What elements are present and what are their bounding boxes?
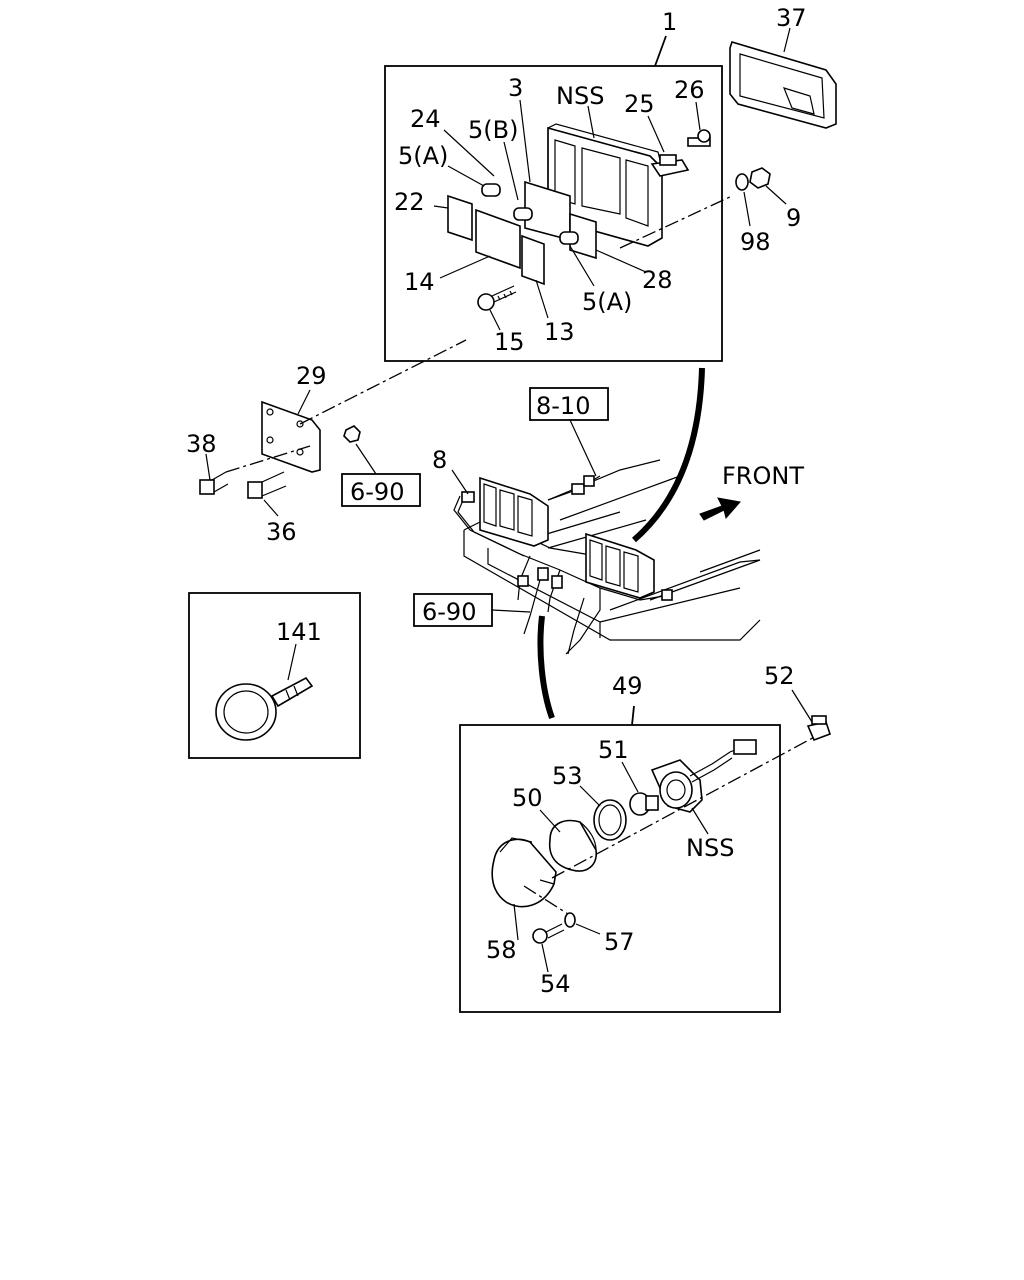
callout-28: 28	[642, 266, 673, 294]
nut-bracket	[343, 425, 361, 443]
callout-15: 15	[494, 328, 525, 356]
washer-98	[735, 173, 749, 191]
gasket-ring-53	[593, 799, 627, 841]
callout-9: 9	[786, 204, 801, 232]
marker-lamp-frame	[459, 724, 781, 1013]
callout-53: 53	[552, 762, 583, 790]
ref-label-6-90-mid: 6-90	[422, 598, 476, 626]
clamp-141	[215, 676, 314, 741]
callout-29: 29	[296, 362, 327, 390]
callout-1: 1	[662, 8, 677, 36]
plate-13	[521, 234, 545, 286]
callout-52: 52	[764, 662, 795, 690]
lamp-assembly-group: 1 NSS 3 25 26	[384, 8, 733, 362]
callout-25: 25	[624, 90, 655, 118]
left-rear-lamp	[479, 476, 549, 547]
callout-5a-right: 5(A)	[582, 288, 632, 316]
connector-52	[806, 715, 832, 742]
lamp-socket-base	[650, 739, 757, 813]
callout-57: 57	[604, 928, 635, 956]
callout-58: 58	[486, 936, 517, 964]
callout-3: 3	[508, 74, 523, 102]
callout-nss-top: NSS	[556, 82, 604, 110]
clip-25	[650, 154, 690, 177]
bulb-5a-right	[559, 231, 579, 245]
gasket-14	[475, 208, 521, 270]
leader-curve-top	[632, 367, 705, 543]
callout-nss-bottom: NSS	[686, 834, 734, 862]
callout-26: 26	[674, 76, 705, 104]
pad-22	[447, 194, 473, 242]
bolt-36	[247, 471, 287, 499]
clamp-detail-frame	[188, 592, 361, 759]
callout-5b: 5(B)	[468, 116, 518, 144]
lamp-assembly-frame	[384, 65, 723, 362]
nut-9	[749, 167, 771, 189]
lens-50	[548, 819, 597, 872]
callout-38: 38	[186, 430, 217, 458]
leader-curve-bottom	[537, 615, 555, 720]
callout-98: 98	[740, 228, 771, 256]
callout-13: 13	[544, 318, 575, 346]
callout-50: 50	[512, 784, 543, 812]
callout-5a-left: 5(A)	[398, 142, 448, 170]
screw-15	[477, 285, 517, 311]
ref-label-8-10: 8-10	[536, 392, 590, 420]
bulb-5a-left	[481, 183, 501, 197]
callout-54: 54	[540, 970, 571, 998]
callout-22: 22	[394, 188, 425, 216]
washer-57	[564, 912, 576, 928]
marker-lamp-group: 49 NSS 51 53 50	[459, 672, 821, 1013]
callout-8: 8	[432, 446, 447, 474]
callout-36: 36	[266, 518, 297, 546]
housing-cover-37	[729, 41, 837, 129]
ref-box-6-90-top[interactable]	[341, 473, 421, 507]
callout-49: 49	[612, 672, 643, 700]
bracket-29	[261, 400, 321, 473]
bulb-5b	[513, 207, 533, 221]
ref-label-6-90-top: 6-90	[350, 478, 404, 506]
bulb-51	[629, 792, 659, 816]
ref-box-8-10[interactable]	[529, 387, 609, 421]
callout-24: 24	[410, 105, 441, 133]
clamp-detail-group: 141	[188, 592, 361, 759]
screw-54	[532, 923, 565, 944]
front-label: FRONT	[722, 462, 804, 490]
right-rear-lamp	[585, 532, 655, 599]
front-arrow-icon	[699, 497, 741, 521]
callout-14: 14	[404, 268, 435, 296]
callout-37: 37	[776, 4, 807, 32]
lamp-cover-58	[491, 837, 557, 908]
callout-51: 51	[598, 736, 629, 764]
screw-26	[687, 129, 711, 147]
bolt-38	[199, 471, 229, 495]
wiring-harness	[453, 475, 673, 655]
callout-141: 141	[276, 618, 322, 646]
